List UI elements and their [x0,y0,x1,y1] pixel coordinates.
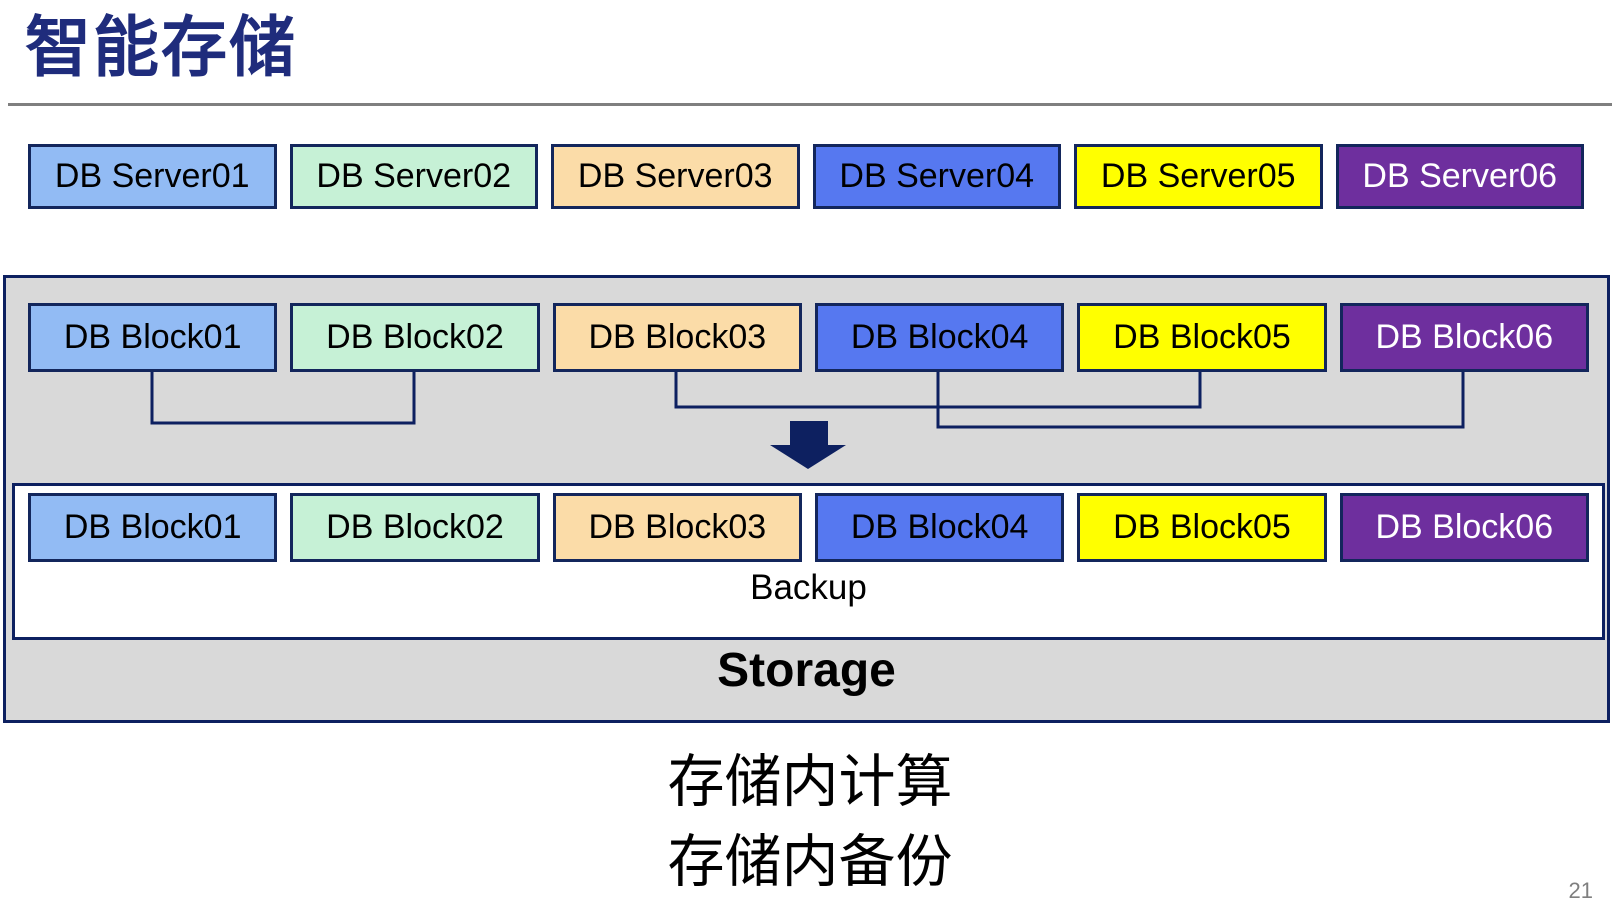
db-server01-box: DB Server01 [28,144,277,209]
page-number: 21 [1568,878,1593,903]
db-server-row: DB Server01 DB Server02 DB Server03 DB S… [28,144,1584,209]
backup-label: Backup [750,568,867,607]
backup-box [12,483,1605,640]
db-block03-bottom-box: DB Block03 [552,493,802,562]
db-block02-bottom-box: DB Block02 [290,493,540,562]
db-block-row-backup: DB Block01 DB Block02 DB Block03 DB Bloc… [28,493,1589,562]
db-server05-box: DB Server05 [1074,144,1323,209]
title-divider [8,103,1612,106]
db-server06-box: DB Server06 [1335,144,1584,209]
db-block01-bottom-box: DB Block01 [28,493,278,562]
db-block03-top-box: DB Block03 [552,303,802,372]
db-block05-bottom-box: DB Block05 [1077,493,1327,562]
caption-line-compute: 存储内计算 [667,750,953,814]
db-block05-top-box: DB Block05 [1077,303,1327,372]
db-block01-top-box: DB Block01 [28,303,278,372]
db-block06-top-box: DB Block06 [1339,303,1589,372]
caption-line-backup: 存储内备份 [667,830,953,894]
db-block02-top-box: DB Block02 [290,303,540,372]
db-block06-bottom-box: DB Block06 [1339,493,1589,562]
db-server04-box: DB Server04 [812,144,1061,209]
db-block-row-source: DB Block01 DB Block02 DB Block03 DB Bloc… [28,303,1589,372]
db-block04-top-box: DB Block04 [814,303,1065,372]
db-block04-bottom-box: DB Block04 [814,493,1065,562]
db-server03-box: DB Server03 [551,144,800,209]
storage-label: Storage [717,644,896,697]
page-title: 智能存储 [25,10,297,84]
db-server02-box: DB Server02 [289,144,538,209]
captions-block: 存储内计算 存储内备份 [0,742,1620,902]
